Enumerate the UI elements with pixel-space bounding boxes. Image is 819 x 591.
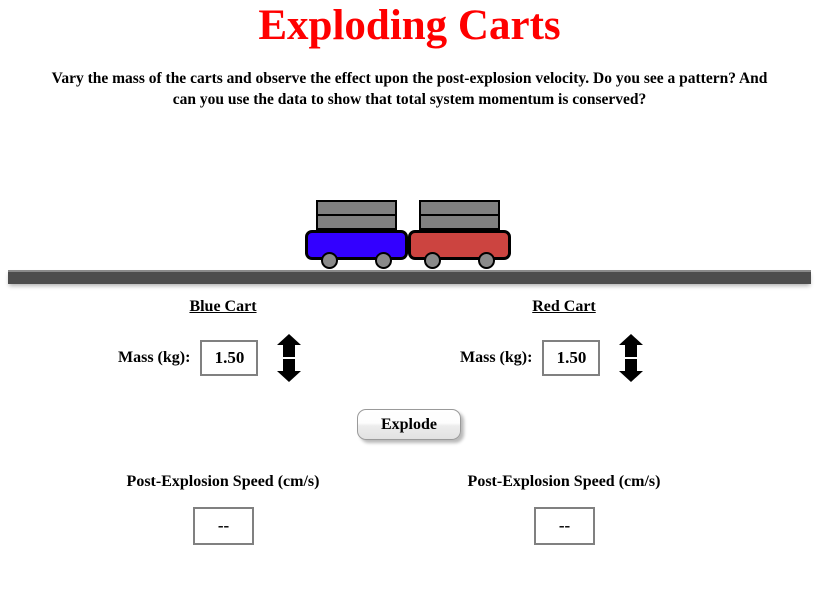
wheel-icon [375,252,392,269]
mass-block [316,214,397,230]
track [8,270,811,284]
blue-cart-heading: Blue Cart [189,298,257,315]
red-mass-label: Mass (kg): [460,349,533,366]
mass-block [419,214,500,230]
cart-assembly [305,200,515,272]
red-cart-mass-stack [419,200,500,230]
blue-cart-body [305,230,408,260]
red-cart[interactable] [408,200,511,272]
blue-mass-stepper [276,328,302,388]
red-result-label: Post-Explosion Speed (cm/s) [467,473,661,490]
explode-button[interactable]: Explode [357,409,461,440]
wheel-icon [478,252,495,269]
red-cart-heading: Red Cart [532,298,596,315]
red-mass-control: Mass (kg): 1.50 [460,330,644,386]
wheel-icon [424,252,441,269]
blue-mass-control: Mass (kg): 1.50 [118,330,302,386]
blue-cart[interactable] [305,200,408,272]
blue-result-label: Post-Explosion Speed (cm/s) [126,473,320,490]
blue-mass-label: Mass (kg): [118,349,191,366]
red-result-value: -- [534,507,595,545]
blue-result-value: -- [193,507,254,545]
arrow-down-icon[interactable] [276,358,302,383]
simulation-stage [0,130,819,290]
blue-mass-input[interactable]: 1.50 [200,340,259,376]
red-cart-body [408,230,511,260]
arrow-down-icon[interactable] [618,358,644,383]
wheel-icon [321,252,338,269]
blue-cart-mass-stack [316,200,397,230]
page-subtitle: Vary the mass of the carts and observe t… [51,70,768,108]
page-title: Exploding Carts [258,2,561,49]
arrow-up-icon[interactable] [276,333,302,358]
arrow-up-icon[interactable] [618,333,644,358]
red-mass-stepper [618,328,644,388]
red-mass-input[interactable]: 1.50 [542,340,601,376]
